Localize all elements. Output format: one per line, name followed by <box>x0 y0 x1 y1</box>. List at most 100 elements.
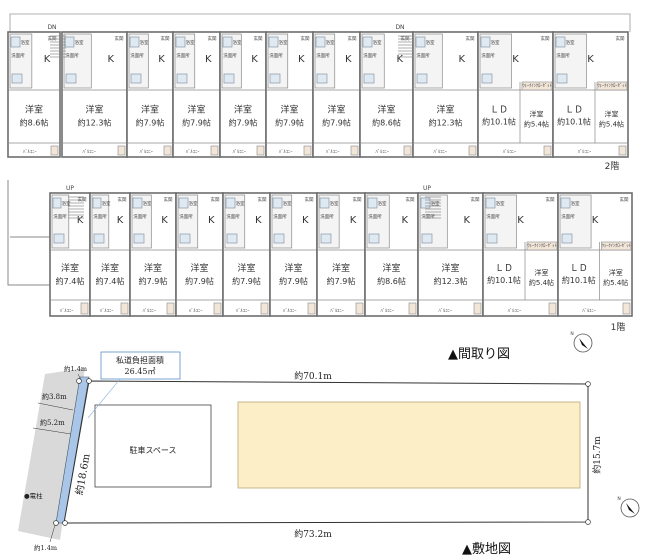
bathtub-icon <box>415 36 426 48</box>
toilet-icon <box>179 233 191 244</box>
entrance-label: 玄関 <box>546 196 555 203</box>
washroom-label: 洗面所 <box>226 213 240 220</box>
outdoor-unit-icon <box>213 302 222 315</box>
bathtub-icon <box>480 36 491 48</box>
outdoor-unit-icon <box>350 145 359 156</box>
room-size: 約7.9帖 <box>327 276 356 286</box>
outdoor-unit-icon <box>256 145 265 156</box>
room-name: 洋室 <box>25 104 43 116</box>
entrance-label: 玄関 <box>115 35 124 42</box>
toilet-icon <box>176 73 188 84</box>
room-name: 洋室 <box>187 104 205 116</box>
balcony-label: ﾊﾞﾙｺﾆｰ <box>236 307 250 314</box>
entrance-wall <box>7 180 50 286</box>
room-name: 洋室 <box>237 262 255 274</box>
washroom-label: 洗面所 <box>273 213 287 220</box>
walk-in-closet-label: ｳｫｰｸｲﾝｸﾛｰｾﾞｯﾄ <box>527 242 556 249</box>
bath-label: 浴室 <box>496 200 505 207</box>
bathtub-icon <box>92 197 102 209</box>
toilet-icon <box>416 73 428 84</box>
balcony-label: ﾊﾞﾙｺﾆｰ <box>381 307 395 314</box>
room-size: 約5.4帖 <box>529 278 554 287</box>
washroom-label: 洗面所 <box>269 52 283 59</box>
room-size: 約7.9帖 <box>279 276 308 286</box>
bathtub-icon <box>272 197 283 209</box>
private-road-area-box <box>100 351 181 380</box>
balcony-label: ﾊﾞﾙｺﾆｰ <box>503 148 517 155</box>
stairs-direction-label: UP <box>66 185 74 192</box>
right-depth-label: 約15.7m <box>591 436 603 474</box>
bathtub-icon <box>178 197 189 209</box>
unit: 浴室洗面所玄関ﾊﾞﾙｺﾆｰKｳｫｰｸｲﾝｸﾛｰｾﾞｯﾄＬＤ約10.1帖洋室約5.… <box>477 31 554 158</box>
road-width-1: 約3.8m <box>42 392 67 401</box>
room-size: 約12.3帖 <box>434 276 468 286</box>
room-name: 洋室 <box>441 262 459 274</box>
outdoor-unit-icon <box>307 302 316 315</box>
bath-label: 浴室 <box>431 200 440 207</box>
room-size: 約7.9帖 <box>182 118 211 128</box>
washroom-label: 洗面所 <box>53 213 67 220</box>
room-name: 洋室 <box>101 262 119 274</box>
outdoor-unit-icon <box>473 302 482 315</box>
washroom-label: 洗面所 <box>320 213 334 220</box>
room-size: 約7.9帖 <box>322 118 351 128</box>
room-size: 約7.4帖 <box>96 276 125 286</box>
entrance-label: 玄関 <box>620 196 629 203</box>
bathtub-icon <box>10 36 21 48</box>
room-size: 約5.4帖 <box>524 120 549 129</box>
compass-icon: N <box>570 331 593 353</box>
toilet-icon <box>223 73 235 84</box>
room-name: 洋室 <box>530 110 544 119</box>
toilet-icon <box>273 233 285 244</box>
kitchen-label: K <box>587 54 594 65</box>
stairs-direction-label: DN <box>47 24 56 31</box>
entrance-label: 玄関 <box>48 35 57 42</box>
bath-label: 浴室 <box>566 39 575 46</box>
stairs-direction-label: UP <box>423 185 431 192</box>
private-road-area-label: 私道負担面積 <box>116 355 164 365</box>
balcony-label: ﾊﾞﾙｺﾆｰ <box>434 148 448 155</box>
walk-in-closet <box>526 241 558 251</box>
bath-label: 浴室 <box>62 200 71 207</box>
toilet-icon <box>556 73 568 84</box>
kitchen-label: K <box>592 215 599 226</box>
room-name: ＬＤ <box>565 106 583 116</box>
toilet-icon <box>486 233 498 244</box>
toilet-icon <box>421 233 433 244</box>
road-bottom-width: 約1.4m <box>34 543 57 552</box>
unit: 浴室洗面所玄関ﾊﾞﾙｺﾆｰKｳｫｰｸｲﾝｸﾛｰｾﾞｯﾄＬＤ約10.1帖洋室約5.… <box>482 192 559 317</box>
stairs: DN <box>395 24 414 58</box>
toilet-icon <box>93 233 105 244</box>
bath-label: 浴室 <box>373 39 382 46</box>
balcony-label: ﾊﾞﾙｺﾆｰ <box>439 307 453 314</box>
room-size: 約7.9帖 <box>275 118 304 128</box>
room-size: 約8.6帖 <box>377 276 406 286</box>
kitchen-label: K <box>158 54 165 65</box>
room-size: 約7.9帖 <box>139 276 168 286</box>
washroom-label: 洗面所 <box>176 52 190 59</box>
private-road-area-value: 26.45㎡ <box>125 367 156 376</box>
room-size: 約7.9帖 <box>229 118 258 128</box>
walk-in-closet <box>601 241 632 251</box>
outdoor-unit-icon <box>355 302 364 315</box>
entrance-label: 玄関 <box>301 35 310 42</box>
toilet-icon <box>53 233 65 244</box>
kitchen-label: K <box>517 215 524 226</box>
bath-label: 浴室 <box>189 200 198 207</box>
bathtub-icon <box>485 197 496 209</box>
kitchen-label: K <box>298 54 305 65</box>
unit: 浴室洗面所玄関ﾊﾞﾙｺﾆｰKｳｫｰｸｲﾝｸﾛｰｾﾞｯﾄＬＤ約10.1帖洋室約5.… <box>552 31 629 158</box>
toilet-icon <box>561 233 573 244</box>
room-name: 洋室 <box>144 262 162 274</box>
room-size: 約10.1帖 <box>562 275 596 285</box>
parking-label: 駐車スペース <box>129 445 176 455</box>
toilet-icon <box>226 233 238 244</box>
outdoor-unit-icon <box>548 302 557 315</box>
entrance-label: 玄関 <box>401 35 410 42</box>
room-name: 洋室 <box>609 268 623 277</box>
